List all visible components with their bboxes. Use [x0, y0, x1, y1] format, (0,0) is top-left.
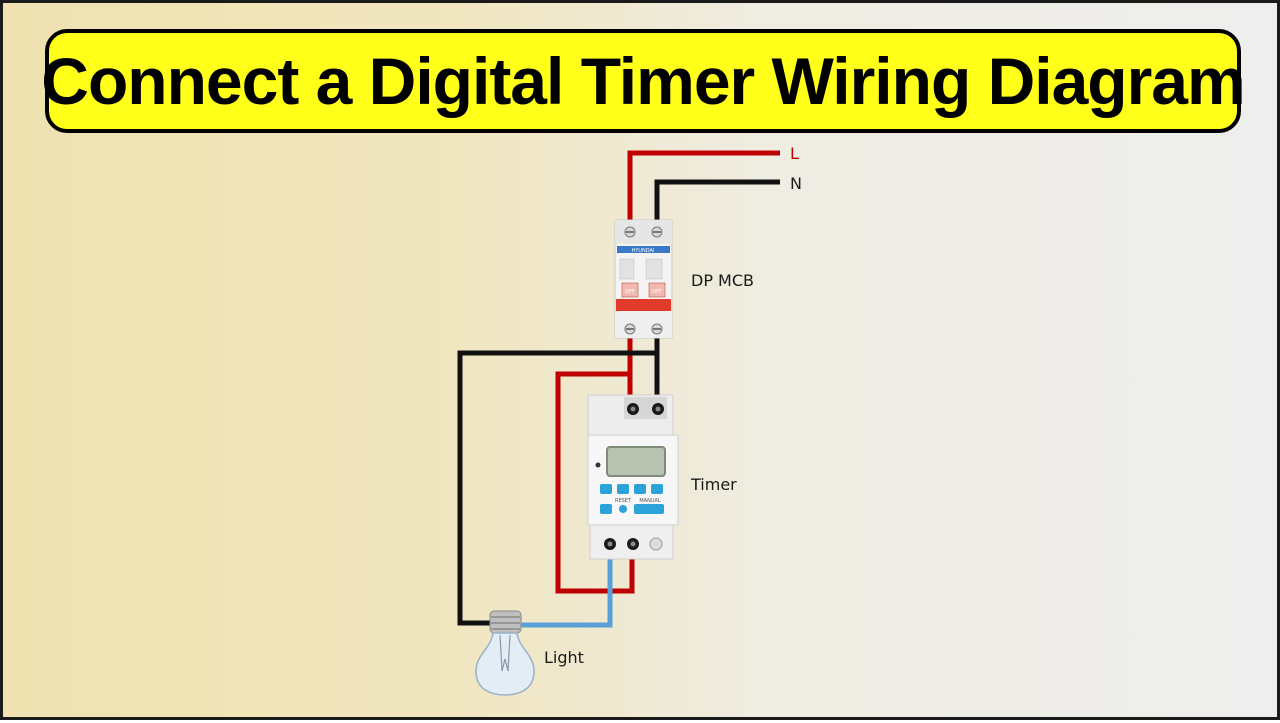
timer-terminal-spare — [649, 537, 663, 551]
timer-button-3 — [634, 484, 646, 494]
timer-button-2 — [617, 484, 629, 494]
digital-timer: RESET MANUAL — [587, 394, 679, 560]
mcb-handle — [616, 299, 671, 311]
wiring-diagram: HYUNDAI OFF OFF — [457, 150, 780, 696]
line-label: L — [790, 144, 799, 163]
dp-mcb: HYUNDAI OFF OFF — [614, 219, 673, 339]
neutral-supply-wire — [654, 179, 780, 229]
light-label: Light — [544, 648, 584, 667]
load-wire — [521, 543, 613, 628]
title-banner: Connect a Digital Timer Wiring Diagram — [41, 29, 1246, 133]
mcb-switch-state-n: OFF — [652, 289, 662, 295]
live-loop-wire — [555, 371, 635, 594]
timer-lcd-display — [606, 446, 666, 477]
timer-manual-button — [634, 504, 664, 514]
timer-reset-label: RESET — [615, 498, 632, 504]
timer-button-1 — [600, 484, 612, 494]
light-bulb-icon — [475, 610, 535, 696]
timer-label: Timer — [691, 475, 737, 494]
live-supply-wire — [627, 150, 780, 229]
mcb-switch-state-l: OFF — [625, 289, 635, 295]
mcb-brand-text: HYUNDAI — [632, 248, 655, 254]
timer-button-4 — [651, 484, 663, 494]
timer-reset-button — [619, 505, 627, 513]
timer-button-5 — [600, 504, 612, 514]
mcb-label: DP MCB — [691, 271, 755, 290]
neutral-to-light-wire — [457, 350, 657, 626]
neutral-label: N — [790, 174, 802, 193]
page-title: Connect a Digital Timer Wiring Diagram — [41, 44, 1245, 118]
timer-manual-label: MANUAL — [639, 498, 661, 504]
timer-indicator-led — [595, 462, 601, 468]
